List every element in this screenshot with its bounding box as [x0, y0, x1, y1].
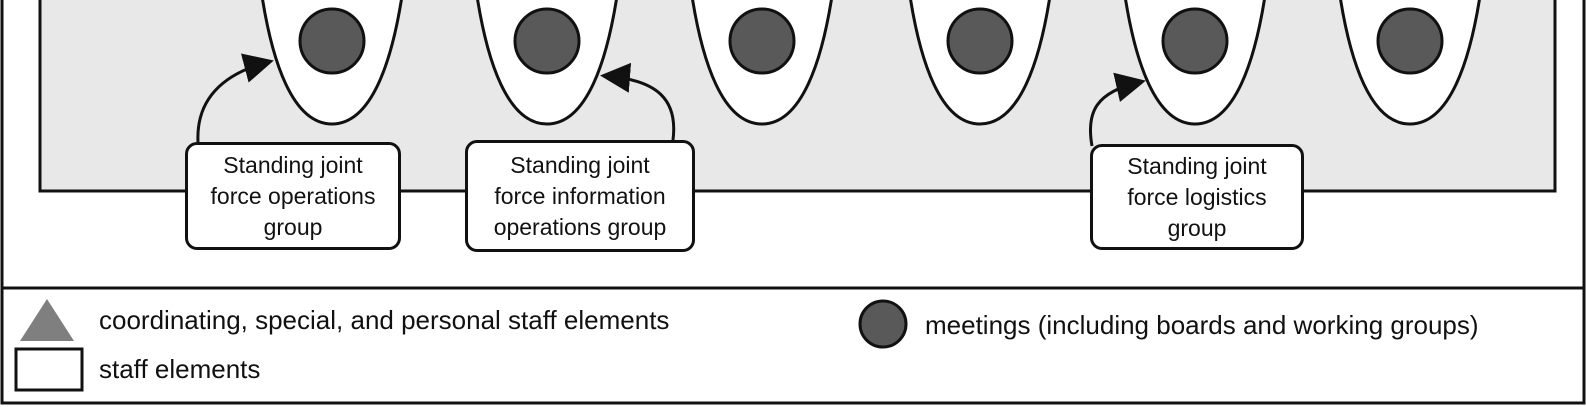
operations-group-line-3: group	[263, 213, 323, 240]
meeting-6	[1376, 7, 1444, 75]
meeting-3	[728, 7, 796, 75]
legend-meeting-icon	[858, 299, 908, 349]
operations-group-line-1: Standing joint	[223, 151, 363, 178]
operations-group-line-2: force operations	[210, 182, 376, 209]
legend-triangle-icon	[20, 299, 74, 341]
legend-triangle-label: coordinating, special, and personal staf…	[99, 305, 670, 335]
meeting-2	[513, 7, 581, 75]
legend-meeting-label: meetings (including boards and working g…	[925, 310, 1479, 340]
information-operations-group-line-1: Standing joint	[510, 151, 650, 178]
information-operations-group-line-2: force information	[494, 182, 666, 209]
logistics-group-line-3: group	[1167, 214, 1227, 241]
arrow-information-operations-group	[600, 62, 676, 141]
logistics-group-box: Standing joint force logistics group	[1090, 144, 1304, 250]
teardrop-elements	[261, 0, 1481, 126]
operations-group-box: Standing joint force operations group	[185, 142, 401, 250]
meeting-4	[946, 7, 1014, 75]
logistics-group-line-2: force logistics	[1127, 183, 1267, 210]
meeting-1	[298, 7, 366, 75]
information-operations-group-box: Standing joint force information operati…	[465, 140, 695, 252]
legend-rect-label: staff elements	[99, 354, 261, 384]
information-operations-group-line-3: operations group	[493, 213, 667, 240]
arrow-operations-group	[196, 53, 274, 143]
logistics-group-line-1: Standing joint	[1127, 152, 1267, 179]
meeting-5	[1161, 7, 1229, 75]
arrow-logistics-group	[1088, 72, 1146, 147]
legend-rect-icon	[14, 347, 84, 392]
